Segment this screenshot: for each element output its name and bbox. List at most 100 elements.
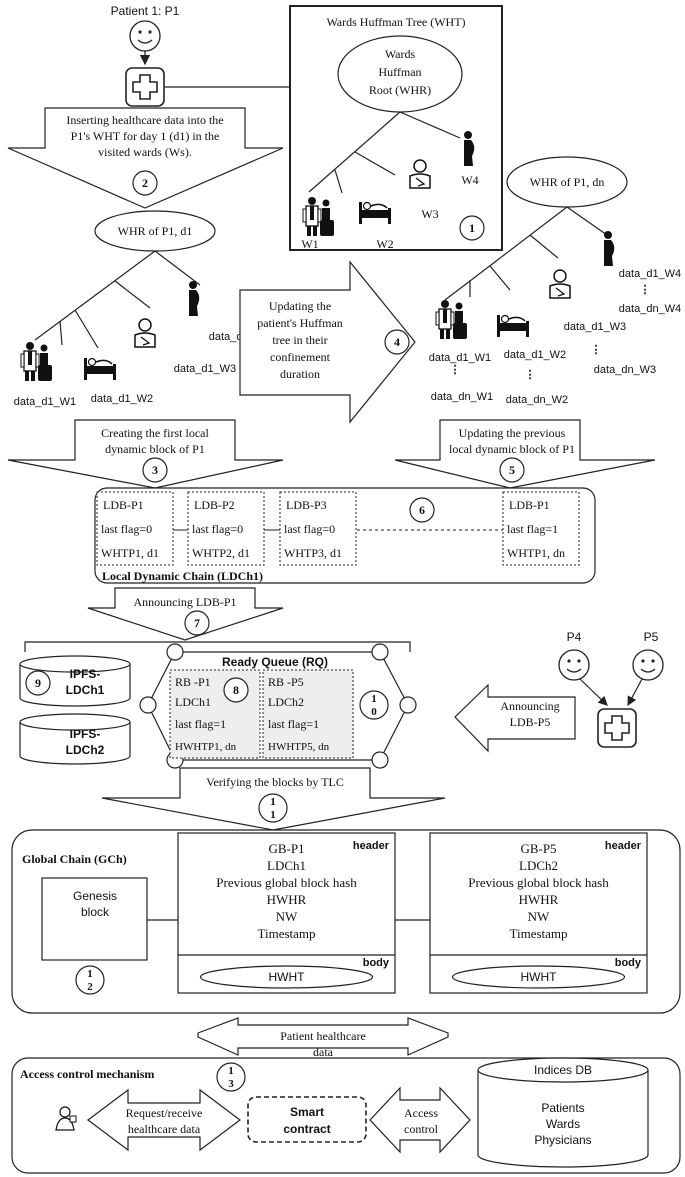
step-10-digit2: 0 [371, 706, 377, 718]
tree-dn-doctor-icon [435, 299, 468, 340]
step-7-badge [184, 610, 210, 636]
ipfs-ldch1-db: IPFS- LDCh1 9 [19, 655, 131, 707]
ldb-flag: last flag=1 [507, 522, 558, 536]
wht-root-line2: Huffman [378, 65, 421, 79]
arrow-update-line1: Updating the [269, 299, 331, 313]
wht-title: Wards Huffman Tree (WHT) [326, 15, 465, 29]
gb-body-tag: body [615, 957, 642, 969]
tree-dn-nurse-icon [549, 269, 571, 299]
step-11-badge [258, 793, 288, 823]
tree-dn-w3a: data_d1_W3 [564, 321, 626, 333]
step-13-digit1: 1 [228, 1065, 234, 1077]
arrow-update-line2: patient's Huffman [257, 316, 343, 330]
p5-label: P5 [644, 630, 659, 644]
gb-body-tag: body [363, 957, 390, 969]
genesis-line2: block [81, 905, 110, 919]
arrow-update-line3: tree in their [272, 333, 327, 347]
step-12-digit1: 1 [87, 968, 93, 980]
rq-hw: HWHTP5, dn [268, 741, 330, 753]
arrow-update-line4: confinement [270, 350, 331, 364]
tree-d1-w1: data_d1_W1 [14, 396, 76, 408]
step-3-badge [142, 457, 168, 483]
arrow-health-line1: Patient healthcare [280, 1029, 366, 1043]
acm-sc-line1: Smart [290, 1105, 324, 1119]
arrow-prev-ldb-line2: local dynamic block of P1 [449, 442, 575, 456]
wht-w4: W4 [461, 173, 478, 187]
rq-flag: last flag=1 [175, 717, 226, 731]
indices-db-line1: Patients [541, 1101, 584, 1115]
arrow-health-line2: data [313, 1045, 334, 1059]
tree-d1: WHR of P1, d1 data_d1_W1 data_d1_W2 data… [14, 210, 271, 408]
ldb-name: LDB-P1 [103, 498, 144, 512]
tree-d1-bed-icon [83, 357, 117, 381]
ldb-wht: WHTP3, d1 [284, 546, 342, 560]
gb-name: GB-P5 [520, 841, 556, 856]
tree-d1-root: WHR of P1, d1 [118, 224, 193, 238]
gb-ts: Timestamp [509, 926, 567, 941]
arrow-insert-line3: visited wards (Ws). [98, 145, 192, 159]
arrow-update-line5: duration [280, 367, 320, 381]
rq-flag: last flag=1 [268, 717, 319, 731]
ldb-wht: WHTP2, d1 [192, 546, 250, 560]
arrow-verify: Verifying the blocks by TLC 1 1 [101, 767, 446, 831]
tree-dn-w4-dots: ⋮ [640, 284, 651, 296]
genesis-block [41, 877, 148, 961]
arrow-announce5-line1: Announcing [500, 699, 559, 713]
tree-dn-pregnant-icon [604, 231, 615, 266]
ldb-flag: last flag=0 [284, 522, 335, 536]
step-5-badge [499, 457, 525, 483]
gb-ts: Timestamp [257, 926, 315, 941]
wht-root-line3: Root (WHR) [369, 83, 431, 97]
arrow-health-data: Patient healthcare data [197, 1017, 449, 1059]
tree-d1-w2: data_d1_W2 [91, 393, 153, 405]
arrow-announce1: Announcing LDB-P1 7 [87, 587, 284, 641]
indices-db-line2: Wards [546, 1117, 580, 1131]
step-4-number: 4 [394, 335, 400, 349]
rq-name: RB -P1 [175, 675, 211, 689]
step-6-badge [409, 497, 435, 523]
gb-hwhr: HWHR [267, 892, 307, 907]
gb-ch: LDCh1 [267, 858, 306, 873]
tree-dn-w3-dots: ⋮ [591, 344, 602, 356]
tree-d1-w3: data_d1_W3 [174, 363, 236, 375]
ldb-name: LDB-P1 [509, 498, 550, 512]
wht-w1: W1 [301, 237, 318, 251]
p4-label: P4 [567, 630, 582, 644]
tree-dn-bed-icon [496, 314, 530, 338]
gb-header-tag: header [605, 840, 642, 852]
step-10-badge [359, 690, 389, 720]
wht-tree-branches [308, 111, 461, 194]
p4-smiley-icon [558, 649, 590, 681]
acm-ac-line1: Access [404, 1106, 438, 1120]
gch-title: Global Chain (GCh) [22, 852, 127, 866]
arrow-verify-label: Verifying the blocks by TLC [206, 775, 344, 789]
global-chain-panel: Global Chain (GCh) Genesis block 1 2 hea… [11, 829, 681, 1014]
ldb-flag: last flag=0 [192, 522, 243, 536]
step-9-badge [25, 670, 51, 696]
p4-arrow [579, 678, 608, 706]
arrow-first-ldb-line2: dynamic block of P1 [105, 442, 205, 456]
step-2-number: 2 [142, 176, 148, 190]
ipfs-rq-bracket [24, 641, 411, 652]
hospital-cross-icon [125, 67, 165, 107]
hospital-p4p5-icon [597, 708, 637, 748]
arrow-update: Updating the patient's Huffman tree in t… [239, 260, 416, 424]
tree-dn: WHR of P1, dn data_d1_W1 ⋮ data_dn_W1 da… [429, 156, 681, 406]
gb-ch: LDCh2 [519, 858, 558, 873]
rq-title: Ready Queue (RQ) [222, 655, 328, 669]
gb-hwhr: HWHR [519, 892, 559, 907]
ipfs-b-line1: IPFS- [70, 727, 101, 741]
p5-smiley-icon [632, 649, 664, 681]
arrow-announce1-label: Announcing LDB-P1 [134, 595, 237, 609]
ipfs-a-line1: IPFS- [70, 667, 101, 681]
tree-dn-w4b: data_dn_W4 [619, 303, 681, 315]
tree-d1-doctor-icon [20, 341, 53, 382]
tree-dn-w4a: data_d1_W4 [619, 268, 681, 280]
